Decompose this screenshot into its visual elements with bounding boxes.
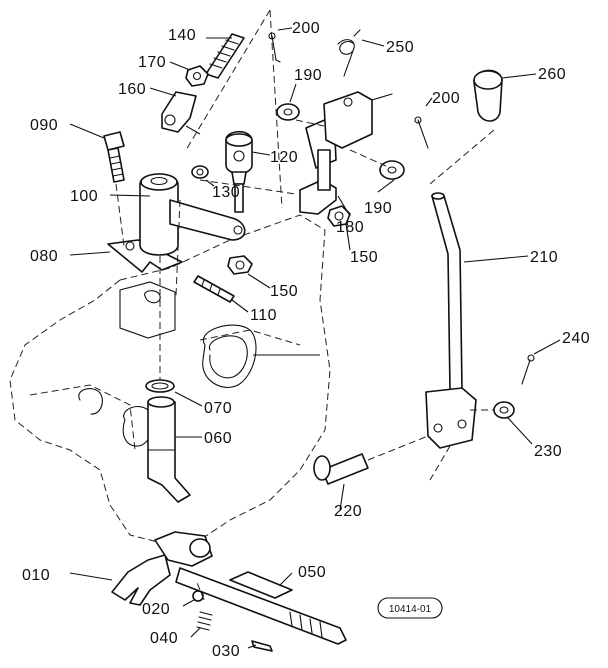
part-180-bracket (299, 91, 393, 217)
label-260: 260 (538, 66, 566, 83)
label-130: 130 (212, 184, 240, 201)
part-160-rod-end (149, 87, 201, 135)
part-240-cotter-pin (521, 339, 561, 385)
part-220-clevis-pin (313, 435, 429, 511)
part-050-shift-shaft (175, 567, 347, 645)
part-060-bushing (147, 396, 202, 503)
label-180: 180 (336, 219, 364, 236)
label-010: 010 (22, 567, 50, 584)
label-020: 020 (142, 601, 170, 618)
part-040-spring (190, 611, 213, 638)
diagram-reference-badge: 10414-01 (377, 597, 443, 619)
part-190-washer-left (276, 83, 300, 121)
label-060: 060 (204, 430, 232, 447)
label-220: 220 (334, 503, 362, 520)
label-090: 090 (30, 117, 58, 134)
part-190-washer-right (377, 160, 405, 193)
label-230: 230 (534, 443, 562, 460)
part-130-washer (191, 165, 215, 187)
part-200-cotter-pin-top (268, 27, 293, 63)
part-250-spring (337, 29, 385, 77)
label-190-right: 190 (364, 200, 392, 217)
label-070: 070 (204, 400, 232, 417)
label-050: 050 (298, 564, 326, 581)
label-140: 140 (168, 27, 196, 44)
part-260-knob (429, 69, 537, 185)
label-240: 240 (562, 330, 590, 347)
label-080: 080 (30, 248, 58, 265)
label-100: 100 (70, 188, 98, 205)
part-200-cotter-pin-right (414, 97, 433, 149)
part-090-bolt (69, 123, 125, 247)
part-150-nut-upper (327, 205, 351, 251)
assembly-guide-lines (159, 9, 494, 601)
label-250: 250 (386, 39, 414, 56)
label-150-lower: 150 (270, 283, 298, 300)
part-010-shift-fork (69, 531, 213, 606)
part-120-ball-joint (225, 130, 271, 175)
label-150-right: 150 (350, 249, 378, 266)
part-020-ball (182, 590, 204, 607)
label-160: 160 (118, 81, 146, 98)
label-170: 170 (138, 54, 166, 71)
part-labels: 010 020 030 040 050 060 070 080 090 100 … (22, 20, 590, 660)
part-130-bolt (231, 171, 247, 213)
part-150-nut-lower (227, 255, 271, 289)
label-190-top: 190 (294, 67, 322, 84)
part-210-shift-lever (425, 192, 529, 449)
part-030-pin (247, 640, 273, 652)
label-200-top: 200 (292, 20, 320, 37)
part-110-pin (193, 275, 249, 313)
label-040: 040 (150, 630, 178, 647)
label-200-right: 200 (432, 90, 460, 107)
label-210: 210 (530, 249, 558, 266)
label-110: 110 (250, 307, 277, 324)
part-080-plate (69, 239, 183, 273)
part-170-nut (169, 61, 209, 87)
label-120: 120 (270, 149, 298, 166)
part-230-washer (493, 401, 533, 445)
part-140-threaded-rod (205, 33, 245, 79)
diagram-reference-code: 10414-01 (389, 604, 432, 615)
part-100-lever-arm (109, 173, 246, 256)
label-030: 030 (212, 643, 240, 660)
